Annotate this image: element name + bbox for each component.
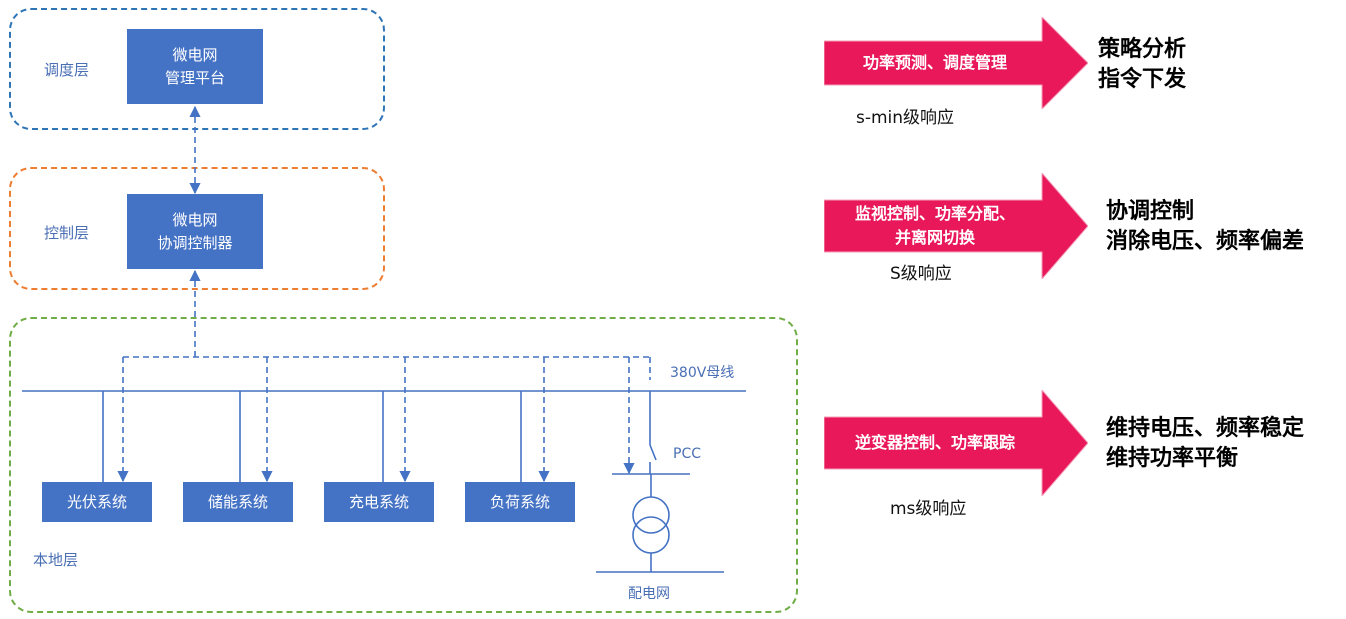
arrow-local-text: 逆变器控制、功率跟踪 [824, 417, 1046, 469]
pcc-switch [649, 444, 657, 461]
arrow-control-line1: 监视控制、功率分配、 [854, 204, 1015, 223]
local-response: ms级响应 [890, 499, 967, 519]
microgrid-management-platform: 微电网 管理平台 [127, 29, 263, 104]
arrow-control: 监视控制、功率分配、 并离网切换 [824, 173, 1088, 279]
arrow-local: 逆变器控制、功率跟踪 [824, 390, 1088, 496]
load-system: 负荷系统 [465, 482, 575, 522]
control-result-line1: 协调控制 [1106, 199, 1195, 224]
dispatch-result-line1: 策略分析 [1098, 37, 1187, 62]
connector-lines [22, 105, 746, 573]
dispatch-result-line2: 指令下发 [1098, 67, 1187, 92]
dispatch-result: 策略分析 指令下发 [1098, 35, 1186, 95]
microgrid-coordinator: 微电网 协调控制器 [127, 194, 263, 269]
arrow-control-line2: 并离网切换 [894, 228, 975, 247]
control-result-line2: 消除电压、频率偏差 [1106, 229, 1305, 254]
transformer-coil-top [632, 496, 670, 534]
coordinator-line1: 微电网 [172, 210, 218, 229]
transformer-coil-bottom [632, 516, 670, 554]
mgmt-platform-line2: 管理平台 [164, 68, 225, 87]
coordinator-line2: 协调控制器 [157, 233, 233, 252]
dispatch-layer-label: 调度层 [44, 61, 90, 79]
arrow-control-text: 监视控制、功率分配、 并离网切换 [824, 200, 1046, 252]
local-layer-frame [9, 317, 798, 613]
local-result-line2: 维持功率平衡 [1106, 446, 1239, 471]
dispatch-response: s-min级响应 [856, 108, 955, 128]
control-layer-label: 控制层 [44, 224, 90, 242]
arrow-dispatch: 功率预测、调度管理 [824, 17, 1088, 121]
bus-label: 380V母线 [670, 365, 735, 381]
local-result: 维持电压、频率稳定 维持功率平衡 [1106, 414, 1304, 474]
arrow-local-shape [824, 390, 1088, 496]
charging-system: 充电系统 [324, 482, 434, 522]
arrow-dispatch-text: 功率预测、调度管理 [824, 41, 1046, 85]
grid-label: 配电网 [628, 586, 670, 602]
arrow-dispatch-shape [824, 17, 1088, 109]
pv-system: 光伏系统 [42, 482, 152, 522]
mgmt-platform-line1: 微电网 [172, 45, 218, 64]
pcc-label: PCC [673, 446, 701, 462]
arrow-control-shape [824, 173, 1088, 279]
arrow-dispatch-line1: 功率预测、调度管理 [862, 53, 1007, 72]
local-layer-label: 本地层 [33, 551, 79, 569]
local-result-line1: 维持电压、频率稳定 [1106, 416, 1305, 441]
control-result: 协调控制 消除电压、频率偏差 [1106, 197, 1304, 257]
arrow-local-line1: 逆变器控制、功率跟踪 [854, 433, 1015, 452]
control-response: S级响应 [890, 264, 952, 284]
storage-system: 储能系统 [183, 482, 293, 522]
